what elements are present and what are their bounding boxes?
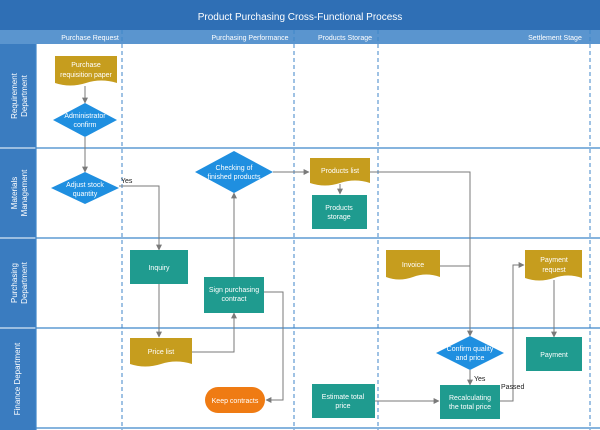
lane-label-column [0,44,36,430]
node-purchase-requisition[interactable]: Purchase requisition paper [55,56,117,86]
node-confirm-quality[interactable]: Confirm quality and price [436,336,504,370]
lane-requirement-department: RequirementDepartment [10,72,29,119]
node-adjust-stock-label-1: Adjust stock [66,182,104,189]
node-purchase-requisition-label-2: requisition paper [60,72,112,79]
node-recalculating-label-2: the total price [449,404,491,411]
edge-recalculating-to-paymentrequest [500,262,525,402]
node-products-list-label: Products list [321,168,359,175]
phase-products-storage: Products Storage [318,35,372,42]
node-payment[interactable]: Payment [526,337,582,371]
node-payment-request[interactable]: Payment request [525,250,582,281]
phase-settlement-stage: Settlement Stage [528,35,582,42]
node-payment-label: Payment [540,352,568,359]
node-adjust-stock-label-2: quantity [73,191,98,198]
node-payment-request-label-2: request [542,267,565,274]
lane-purchasing-department: PurchasingDepartment [10,261,29,304]
lane-finance-department: Finance Department [13,342,22,415]
node-invoice-label: Invoice [402,262,424,269]
node-products-storage-label-1: Products [325,205,353,212]
node-estimate-price[interactable]: Estimate total price [312,384,375,418]
node-sign-contract[interactable]: Sign purchasing contract [204,277,264,313]
node-administrator-confirm[interactable]: Administrator confirm [53,103,117,137]
node-sign-contract-label-2: contract [222,296,247,303]
node-estimate-price-label-1: Estimate total [322,394,365,401]
node-confirm-quality-label-2: and price [456,355,485,362]
node-products-storage-label-2: storage [327,214,350,221]
edge-contract-to-keep [262,291,284,403]
node-payment-request-label-1: Payment [540,257,568,264]
node-recalculating[interactable]: Recalculating the total price [440,385,500,419]
node-sign-contract-label-1: Sign purchasing [209,287,259,294]
node-keep-contracts[interactable]: Keep contracts [205,387,265,413]
node-inquiry-label: Inquiry [148,265,170,272]
node-products-list[interactable]: Products list [310,158,370,186]
node-administrator-confirm-label-2: confirm [74,122,97,129]
edge-adjust-to-inquiry [119,185,162,251]
edge-pricelist-to-contract [192,312,237,353]
edge-list-to-confirm [370,171,473,337]
node-checking-finished-label-1: Checking of [216,165,253,172]
node-price-list[interactable]: Price list [130,338,192,367]
edge-label-passed: Passed [501,384,524,391]
node-adjust-stock[interactable]: Adjust stock quantity [51,172,119,204]
phase-purchasing-performance: Purchasing Performance [211,35,288,42]
node-keep-contracts-label: Keep contracts [212,398,259,405]
lane-materials-management: MaterialsManagement [10,169,29,216]
node-invoice[interactable]: Invoice [386,250,440,280]
node-confirm-quality-label-1: Confirm quality [447,346,494,353]
edge-label-yes-2: Yes [474,376,486,383]
node-estimate-price-label-2: price [335,403,350,410]
title-bar [0,0,600,30]
diagram-title: Product Purchasing Cross-Functional Proc… [198,12,403,23]
node-checking-finished[interactable]: Checking of finished products [195,151,273,193]
edge-label-yes-1: Yes [121,178,133,185]
node-products-storage[interactable]: Products storage [312,195,367,229]
node-administrator-confirm-label-1: Administrator [64,113,106,120]
phase-bar [0,30,600,44]
node-purchase-requisition-label-1: Purchase [71,62,101,69]
node-price-list-label: Price list [148,349,175,356]
node-inquiry[interactable]: Inquiry [130,250,188,284]
node-checking-finished-label-2: finished products [208,174,261,181]
node-recalculating-label-1: Recalculating [449,395,491,402]
phase-purchase-request: Purchase Request [61,35,119,42]
